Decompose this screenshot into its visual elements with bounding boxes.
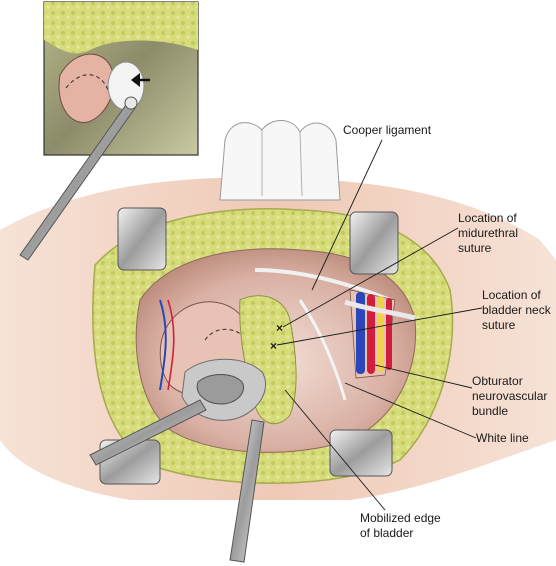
bladder-neck-suture-mark: ×	[270, 339, 277, 353]
drape-fold-lines	[261, 130, 303, 197]
label-obturator-line1: Obturator	[472, 374, 523, 388]
leader-mobilized-edge	[284, 389, 386, 511]
left-vessels-red	[167, 299, 175, 391]
label-bladder-neck-line3: suture	[482, 318, 516, 332]
leader-midurethral	[282, 227, 459, 328]
label-mobilized-line1: Mobilized edge	[360, 511, 441, 525]
label-obturator-line2: neurovascular	[472, 389, 547, 403]
white-line-structure	[298, 299, 347, 401]
callout-labels: Cooper ligament Location of midurethral …	[343, 123, 552, 540]
label-obturator-line3: bundle	[472, 404, 508, 418]
left-vessels	[159, 299, 167, 391]
sponge-stick	[89, 358, 267, 563]
label-midurethral-line1: Location of	[458, 211, 517, 225]
main-illustration: × ×	[0, 120, 556, 563]
cooper-ligament-structure	[254, 268, 391, 302]
inset-forceps-tip	[124, 96, 138, 110]
obturator-bundle	[349, 289, 396, 379]
label-cooper-ligament: Cooper ligament	[343, 123, 432, 137]
leader-cooper-ligament	[311, 139, 383, 291]
label-white-line: White line	[476, 431, 529, 445]
leader-bladder-neck	[276, 307, 483, 346]
leader-obturator	[374, 364, 473, 389]
arrow-left-icon	[131, 73, 150, 87]
label-bladder-neck-line2: bladder neck	[482, 303, 552, 317]
leader-white-line	[344, 382, 477, 439]
label-midurethral-line2: midurethral	[458, 226, 518, 240]
midurethral-suture-mark: ×	[276, 321, 283, 335]
label-midurethral-line3: suture	[458, 241, 492, 255]
drape-folds	[219, 120, 341, 201]
catheter	[344, 299, 416, 321]
inset-illustration	[19, 1, 199, 261]
label-bladder-neck-line1: Location of	[482, 288, 541, 302]
inset-fat	[44, 2, 198, 54]
label-mobilized-line2: of bladder	[360, 526, 413, 540]
retractor-blades	[99, 207, 399, 485]
leader-lines	[276, 139, 483, 511]
